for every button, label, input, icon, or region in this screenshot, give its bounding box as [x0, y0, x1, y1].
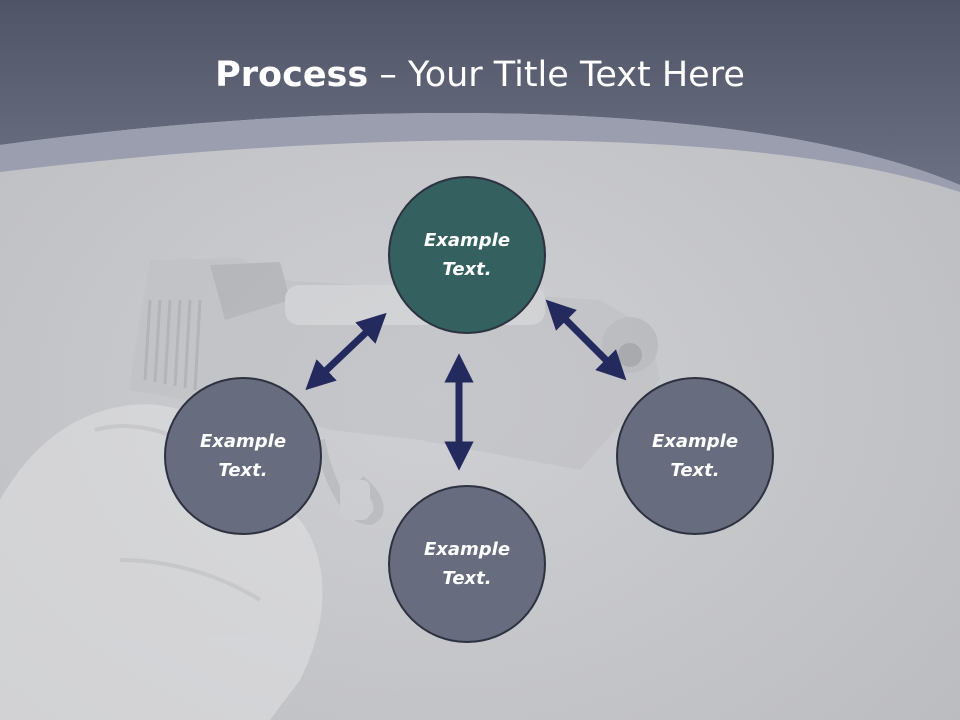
node-top-text: Example Text. [423, 230, 511, 280]
arrow-top-left [305, 312, 387, 391]
node-left-text: Example Text. [199, 431, 287, 481]
title-bold: Process [215, 55, 369, 95]
arrow-top-right [545, 299, 627, 381]
process-node-left: Example Text. [164, 377, 322, 535]
slide-title: Process – Your Title Text Here [0, 52, 960, 98]
process-node-right: Example Text. [616, 377, 774, 535]
header-band [0, 0, 960, 185]
node-right-text: Example Text. [651, 431, 739, 481]
process-node-top: Example Text. [388, 176, 546, 334]
node-bottom-text: Example Text. [423, 539, 511, 589]
title-rest: – Your Title Text Here [368, 55, 745, 95]
header-accent-swoosh [0, 112, 960, 192]
process-node-bottom: Example Text. [388, 485, 546, 643]
